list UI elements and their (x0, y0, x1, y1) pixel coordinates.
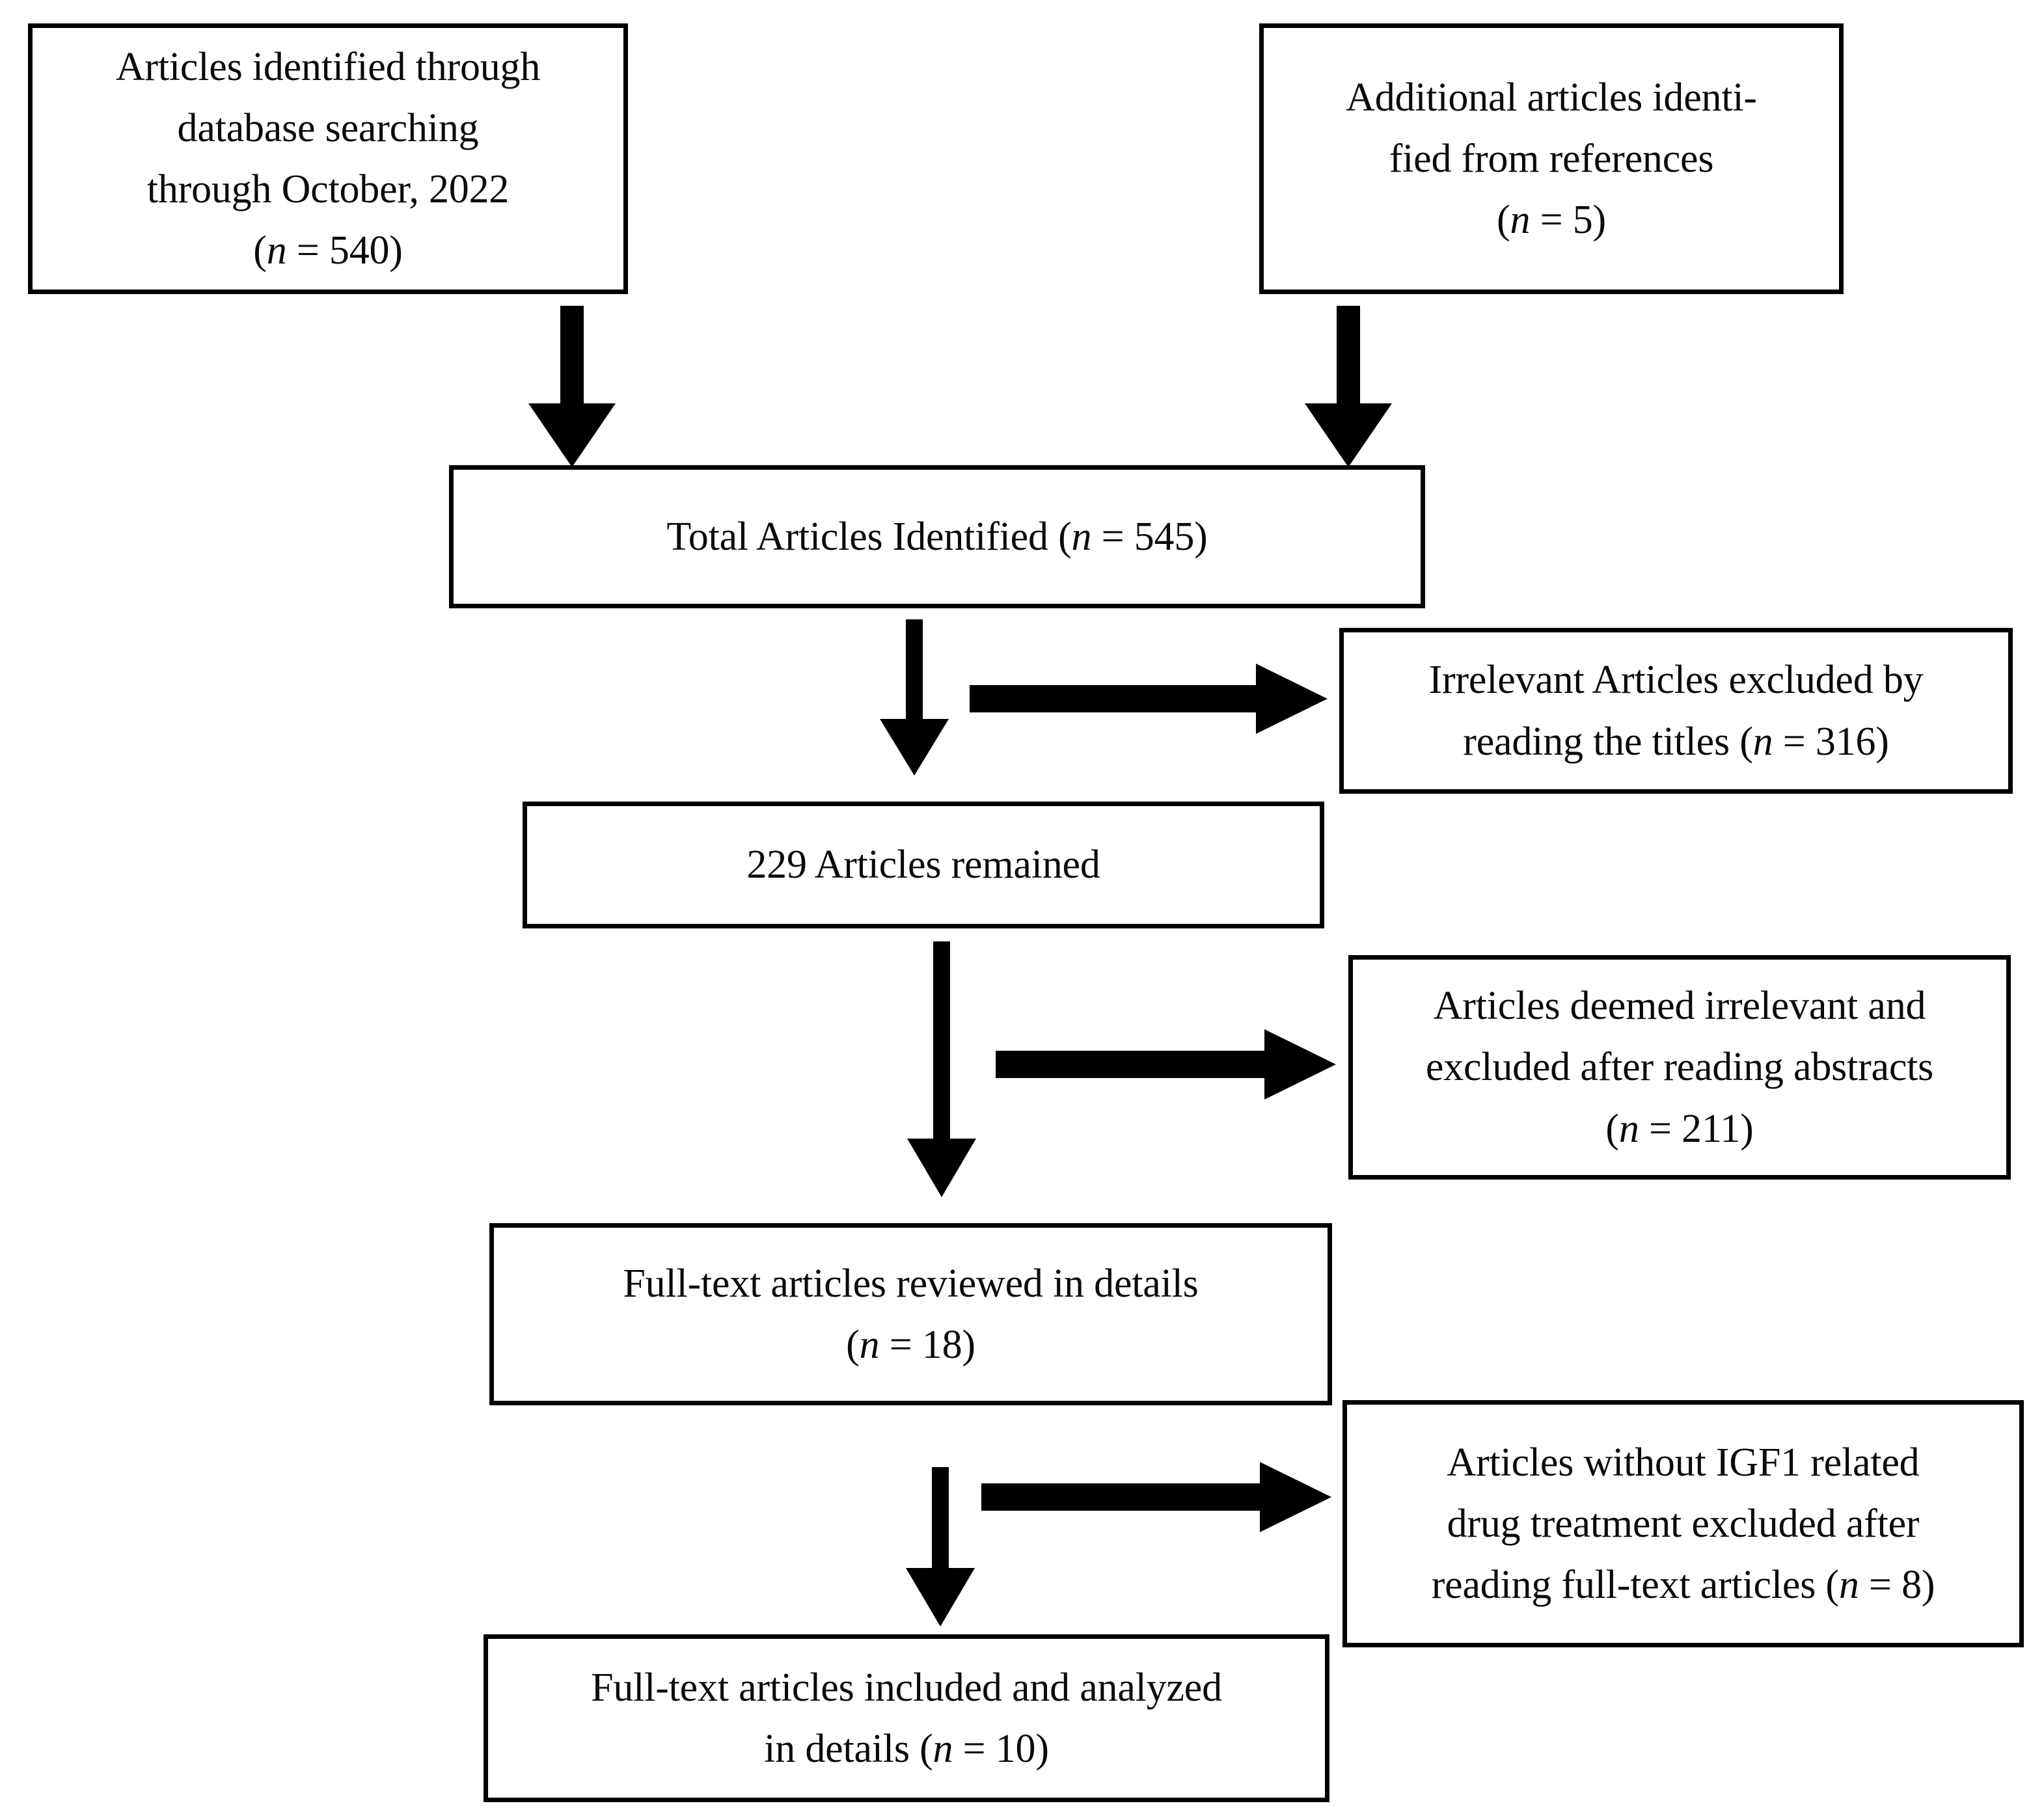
arrow-references-to-total (1305, 306, 1392, 467)
box-text-excluded-no-igf1: Articles without IGF1 related drug treat… (1431, 1440, 1935, 1608)
box-text-remained-229: 229 Articles remained (746, 843, 1100, 887)
box-text-fulltext-included: Full-text articles included and analyzed… (591, 1665, 1222, 1771)
box-text-database-search: Articles identified through database sea… (115, 44, 541, 273)
box-text-excluded-titles: Irrelevant Articles excluded by reading … (1428, 658, 1924, 764)
articles-remained-box: 229 Articles remained (523, 802, 1324, 928)
arrow-total-to-remained (880, 619, 949, 776)
arrow-fulltext-to-included (906, 1467, 975, 1627)
arrow-fulltext-to-excluded-igf1 (981, 1462, 1331, 1532)
box-text-fulltext-reviewed: Full-text articles reviewed in details (… (623, 1261, 1199, 1367)
articles-without-igf1-excluded-box: Articles without IGF1 related drug treat… (1342, 1400, 2024, 1647)
box-text-excluded-abstracts: Articles deemed irrelevant and excluded … (1425, 984, 1934, 1151)
articles-excluded-after-abstracts-box: Articles deemed irrelevant and excluded … (1348, 955, 2011, 1180)
irrelevant-articles-excluded-by-titles-box: Irrelevant Articles excluded by reading … (1339, 628, 2013, 794)
additional-articles-from-references-box: Additional articles identi- fied from re… (1259, 23, 1844, 294)
identified-through-database-searching-box: Articles identified through database sea… (28, 23, 628, 294)
box-text-references-search: Additional articles identi- fied from re… (1346, 75, 1757, 243)
arrow-remained-to-excluded-abstracts (996, 1029, 1336, 1100)
full-text-articles-reviewed-box: Full-text articles reviewed in details (… (489, 1223, 1332, 1405)
arrow-total-to-excluded-titles (970, 664, 1328, 734)
arrow-database-to-total (528, 306, 616, 467)
box-text-total-identified: Total Articles Identified (n = 545) (666, 514, 1208, 559)
full-text-articles-included-analyzed-box: Full-text articles included and analyzed… (484, 1634, 1329, 1802)
arrow-remained-to-fulltext (907, 941, 976, 1197)
total-articles-identified-box: Total Articles Identified (n = 545) (449, 465, 1425, 608)
